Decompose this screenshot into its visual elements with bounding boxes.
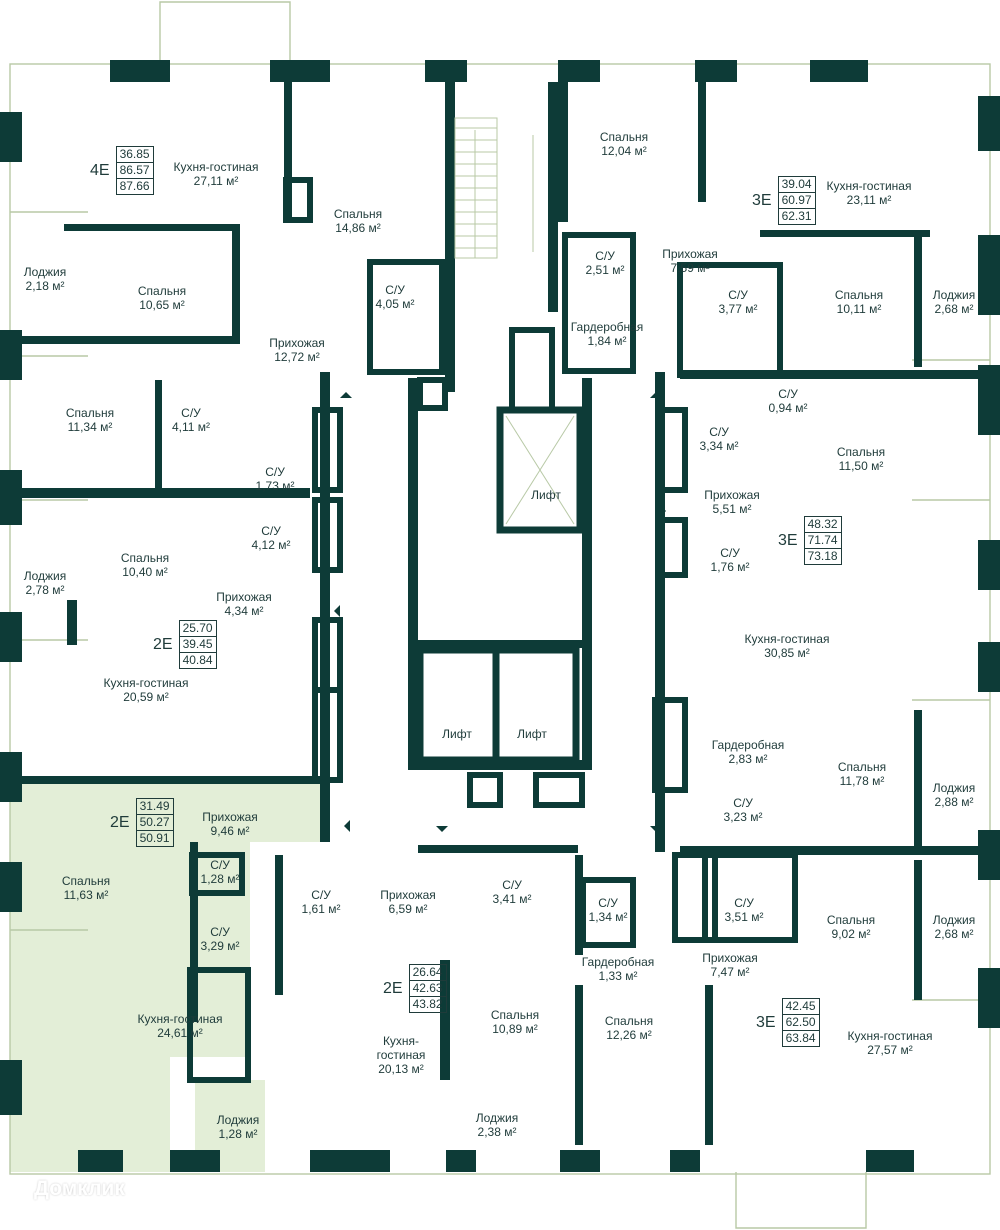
apartment-code: 2Е (153, 635, 173, 653)
total-area-with-balcony: 40.84 (179, 652, 216, 668)
living-area: 26.64 (412, 965, 443, 979)
apartment-code: 4Е (90, 161, 110, 179)
staircase (454, 117, 534, 259)
lift-label: Лифт (531, 488, 561, 502)
total-area: 50.27 (136, 814, 173, 830)
total-area: 39.45 (179, 636, 216, 652)
living-area: 42.45 (785, 999, 816, 1013)
total-area: 60.97 (778, 192, 815, 208)
living-area: 48.32 (807, 517, 838, 531)
total-area-with-balcony: 63.84 (782, 1030, 819, 1046)
living-area: 39.04 (781, 177, 812, 191)
apartment-code: 3Е (778, 531, 798, 549)
living-area: 36.85 (119, 147, 150, 161)
walls (0, 60, 1000, 1172)
total-area-with-balcony: 43.82 (409, 996, 446, 1012)
apartment-code: 2Е (383, 979, 403, 997)
total-area: 86.57 (116, 162, 153, 178)
apartment-code: 3Е (756, 1013, 776, 1031)
living-area: 25.70 (182, 621, 213, 635)
entrance-markers (334, 392, 666, 832)
total-area: 71.74 (804, 532, 841, 548)
total-area-with-balcony: 50.91 (136, 830, 173, 846)
lift-label: Лифт (442, 727, 472, 741)
apartment-code: 3Е (752, 191, 772, 209)
apartment-code: 2Е (110, 813, 130, 831)
total-area-with-balcony: 73.18 (804, 548, 841, 564)
total-area-with-balcony: 87.66 (116, 178, 153, 194)
watermark-logo: Домклик (34, 1177, 125, 1200)
total-area: 42.63 (409, 980, 446, 996)
lift-label: Лифт (517, 727, 547, 741)
total-area: 62.50 (782, 1014, 819, 1030)
highlighted-apartment-area (10, 784, 322, 842)
living-area: 31.49 (139, 799, 170, 813)
total-area-with-balcony: 62.31 (778, 208, 815, 224)
